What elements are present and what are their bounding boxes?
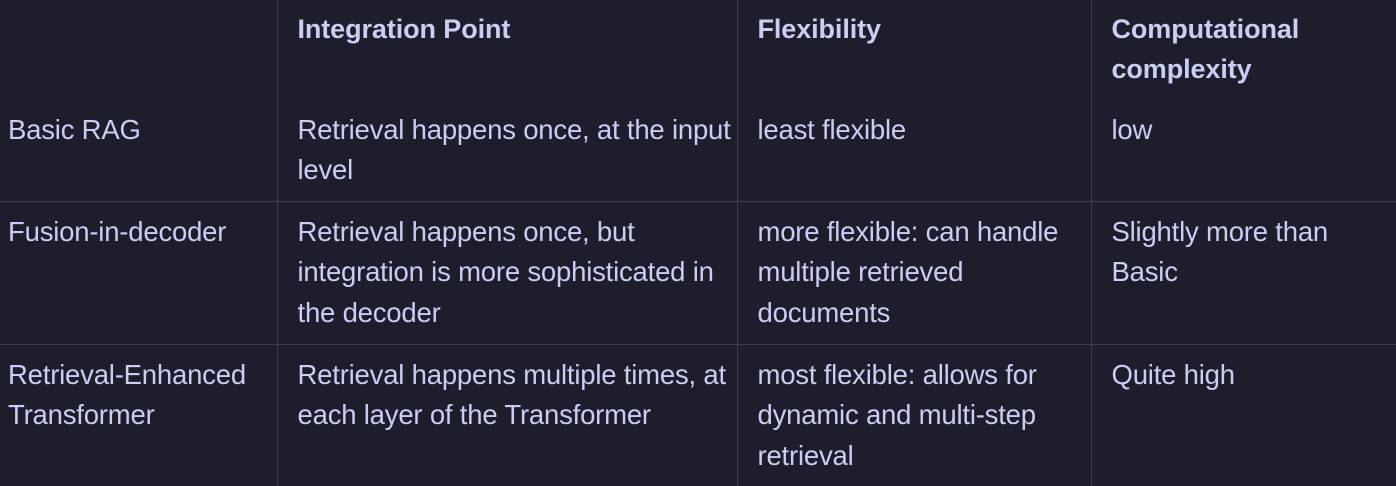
table-row: Basic RAG Retrieval happens once, at the… bbox=[0, 100, 1396, 202]
row-label-basic-rag: Basic RAG bbox=[0, 100, 278, 202]
cell-flexibility: most flexible: allows for dynamic and mu… bbox=[737, 344, 1092, 486]
header-cell-flexibility: Flexibility bbox=[737, 0, 1092, 100]
cell-computational-complexity: Slightly more than Basic bbox=[1091, 201, 1396, 345]
row-label-retrieval-enhanced-transformer: Retrieval-Enhanced Transformer bbox=[0, 344, 278, 486]
row-label-fusion-in-decoder: Fusion-in-decoder bbox=[0, 201, 278, 345]
table-row: Retrieval-Enhanced Transformer Retrieval… bbox=[0, 344, 1396, 486]
cell-flexibility: more flexible: can handle multiple retri… bbox=[737, 201, 1092, 345]
header-row: Integration Point Flexibility Computatio… bbox=[0, 0, 1396, 100]
cell-integration-point: Retrieval happens multiple times, at eac… bbox=[277, 344, 738, 486]
cell-computational-complexity: Quite high bbox=[1111, 358, 1236, 390]
table-row: Fusion-in-decoder Retrieval happens once… bbox=[0, 201, 1396, 345]
header-cell-corner bbox=[0, 0, 278, 100]
cell-integration-point: Retrieval happens once, at the input lev… bbox=[277, 100, 738, 202]
header-cell-computational-complexity: Computational complexity bbox=[1111, 14, 1307, 84]
cell-computational-complexity: low bbox=[1091, 100, 1396, 202]
cell-integration-point: Retrieval happens once, but integration … bbox=[277, 201, 738, 345]
cell-flexibility: least flexible bbox=[737, 100, 1092, 202]
table-body: Basic RAG Retrieval happens once, at the… bbox=[0, 100, 1396, 486]
header-cell-integration-point: Integration Point bbox=[277, 0, 738, 100]
table-header: Integration Point Flexibility Computatio… bbox=[0, 0, 1396, 100]
